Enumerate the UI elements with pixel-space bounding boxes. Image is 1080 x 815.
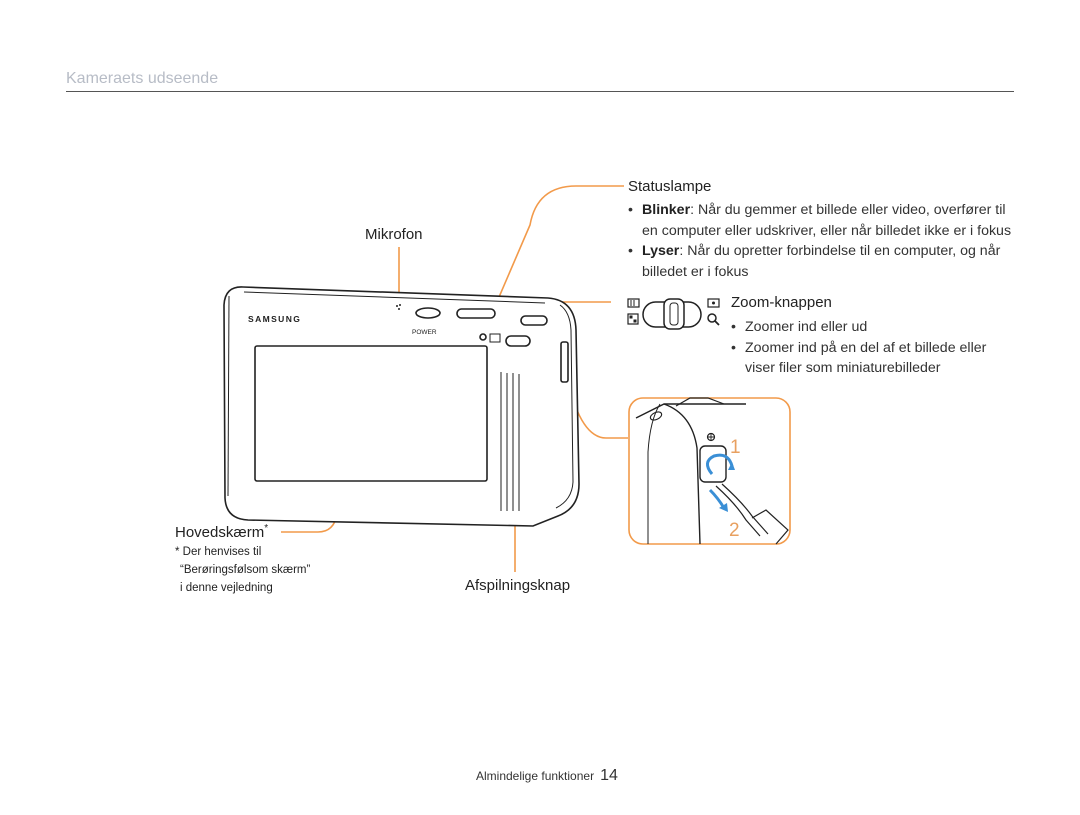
zoom-list: •Zoomer ind eller ud •Zoomer ind på en d… bbox=[731, 317, 986, 379]
brand-logo: SAMSUNG bbox=[248, 314, 301, 324]
zoom-item-1: •Zoomer ind eller ud bbox=[731, 319, 868, 335]
note-line-1: * Der henvises til bbox=[175, 546, 262, 558]
afspilningsknap-label: Afspilningsknap bbox=[465, 577, 571, 594]
zoom-item-2: •Zoomer ind på en del af et billede elle… bbox=[731, 339, 987, 356]
tele-zoom-icon bbox=[707, 298, 720, 308]
blinker-text-2: en computer eller udskriver, eller når b… bbox=[642, 222, 1012, 239]
magnifier-icon bbox=[707, 313, 720, 326]
note-line-2: “Berøringsfølsom skærm” bbox=[180, 563, 311, 576]
title-rule bbox=[66, 91, 1014, 92]
thumbnail-icon bbox=[627, 313, 639, 325]
hovedskaerm-note: * Der henvises til “Berøringsfølsom skær… bbox=[175, 544, 310, 597]
statuslampe-blinker-item: •Blinker: Når du gemmer et billede eller… bbox=[628, 202, 1006, 218]
statuslampe-lyser-item: •Lyser: Når du opretter forbindelse til … bbox=[628, 243, 1001, 259]
shutter-button bbox=[456, 308, 496, 319]
page-number: 14 bbox=[600, 767, 618, 784]
side-connector bbox=[560, 341, 569, 383]
section-title: Kameraets udseende bbox=[66, 70, 219, 87]
zoom-lever-diagram bbox=[642, 298, 702, 330]
mikrofon-label: Mikrofon bbox=[365, 226, 423, 243]
blinker-text-1: : Når du gemmer et billede eller video, … bbox=[690, 202, 1006, 218]
strap-arrow-loop bbox=[706, 453, 734, 475]
note-line-3: i denne vejledning bbox=[180, 581, 273, 594]
strap-step-2: 2 bbox=[729, 520, 740, 541]
camera-body bbox=[223, 286, 580, 527]
page-footer: Almindelige funktioner 14 bbox=[476, 767, 618, 785]
power-label: POWER bbox=[412, 329, 437, 336]
status-lamp-window bbox=[489, 333, 501, 343]
zoom-title: Zoom-knappen bbox=[731, 294, 832, 311]
statuslampe-leader-line bbox=[483, 185, 624, 333]
blinker-term: Blinker bbox=[642, 202, 691, 218]
lyser-text-2: billedet er i fokus bbox=[642, 263, 749, 280]
main-screen bbox=[254, 345, 488, 482]
zoom-item-2-cont: viser filer som miniaturebilleder bbox=[745, 360, 941, 376]
zoom-lever bbox=[520, 315, 548, 326]
strap-step-1: 1 bbox=[730, 437, 741, 458]
power-button bbox=[415, 307, 441, 319]
lyser-term: Lyser bbox=[642, 243, 680, 259]
status-lamp bbox=[479, 333, 487, 341]
strap-detail: 1 2 bbox=[628, 397, 791, 545]
wide-zoom-icon bbox=[627, 298, 640, 308]
hovedskaerm-title: Hovedskærm* bbox=[175, 523, 269, 541]
playback-button bbox=[505, 335, 531, 347]
statuslampe-title: Statuslampe bbox=[628, 178, 712, 195]
hovedskaerm-asterisk: * bbox=[264, 523, 269, 534]
footer-section: Almindelige funktioner bbox=[476, 769, 595, 783]
statuslampe-list: •Blinker: Når du gemmer et billede eller… bbox=[628, 200, 1011, 282]
lyser-text-1: : Når du opretter forbindelse til en com… bbox=[679, 243, 1001, 259]
